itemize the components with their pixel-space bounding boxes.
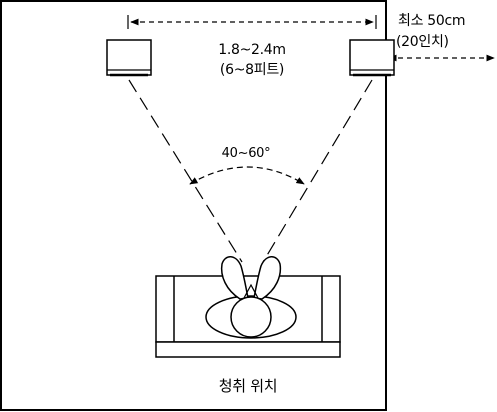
listening-angle-arc <box>189 166 305 185</box>
listening-angle-label: 40~60° <box>221 146 271 162</box>
wall-clearance-inch-label: (20인치) <box>396 34 449 50</box>
left-speaker <box>106 39 152 77</box>
speaker-distance-feet-label: (6~8피트) <box>219 62 285 78</box>
wall-clearance-label: 최소 50cm <box>398 13 466 29</box>
listening-position-label: 청취 위치 <box>218 377 278 395</box>
right-speaker-sight-line <box>262 79 373 263</box>
listener <box>205 256 297 339</box>
room-outline <box>0 0 387 411</box>
speaker-distance-label: 1.8~2.4m <box>218 42 286 58</box>
right-speaker <box>349 39 395 77</box>
left-speaker-sight-line <box>128 79 243 263</box>
